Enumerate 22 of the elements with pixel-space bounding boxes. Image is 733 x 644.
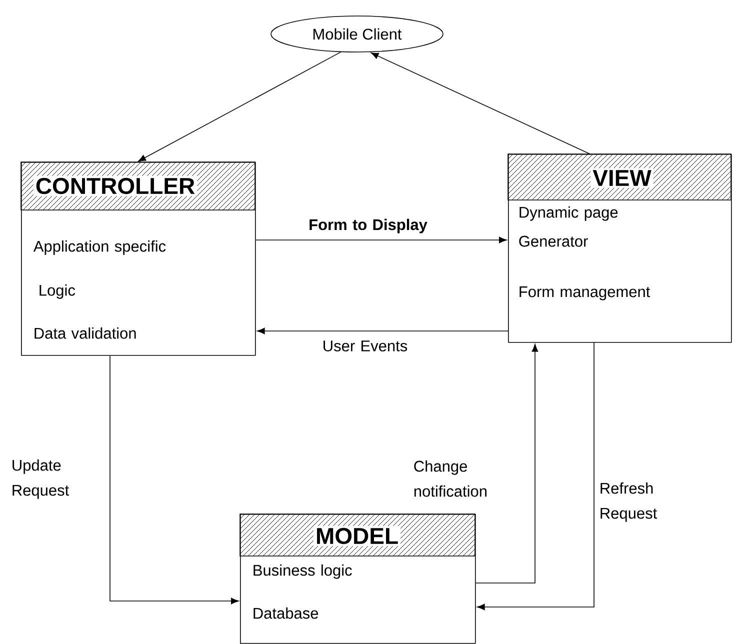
edge-label: Form to Display xyxy=(310,218,428,234)
arrow xyxy=(370,52,590,154)
box-text: Logic xyxy=(40,284,76,299)
box-text: Business logic xyxy=(254,564,352,579)
arrow xyxy=(257,328,508,334)
edge-label: Change notification xyxy=(414,460,486,497)
arrow xyxy=(138,52,342,162)
box-text: Form management xyxy=(520,286,650,300)
box-text: Database xyxy=(254,607,318,619)
arrow xyxy=(110,355,239,604)
edge-label: User Events xyxy=(324,340,408,352)
box-heading: CONTROLLER xyxy=(33,176,198,196)
arrow xyxy=(477,342,594,610)
box-text: Dynamic page Generator xyxy=(519,206,618,247)
box-heading: MODEL xyxy=(313,526,401,546)
box-text: Data validation xyxy=(34,327,136,339)
box-heading: VIEW xyxy=(590,168,654,188)
edge-label: Refresh Request xyxy=(600,482,657,522)
edge-label: Update Request xyxy=(12,459,69,499)
arrow xyxy=(475,344,538,584)
arrow xyxy=(255,236,507,244)
box-text: Application specific xyxy=(33,240,166,255)
